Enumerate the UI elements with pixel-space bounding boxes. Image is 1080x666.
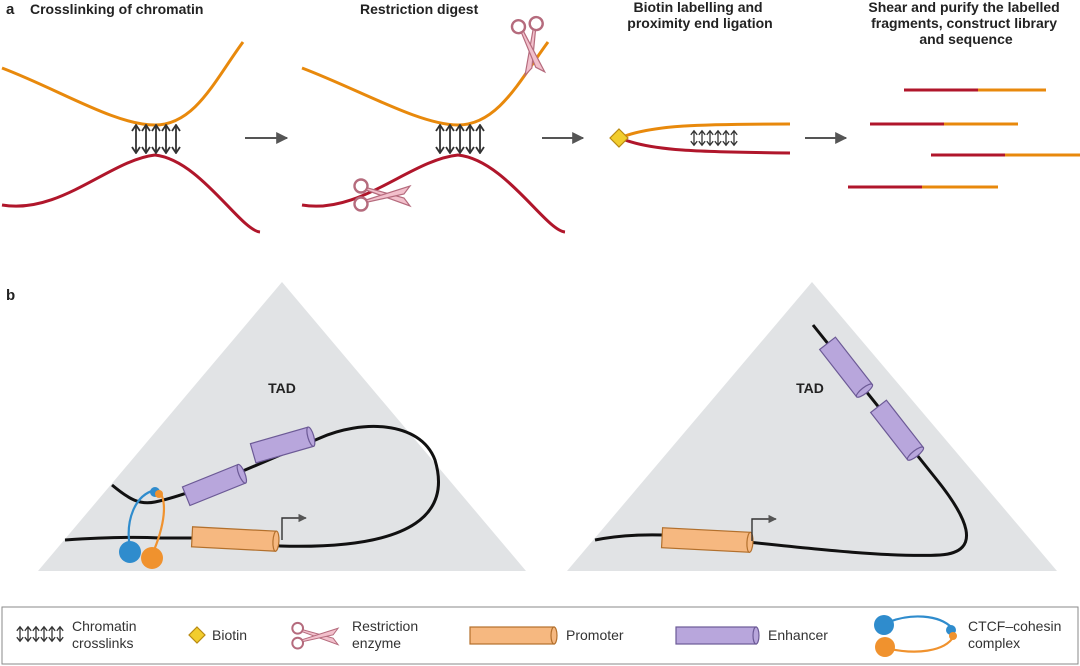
step-2-title: Restriction digest [360, 1, 479, 17]
tss-arrow-icon [751, 514, 777, 541]
step-1-orange-strand [1, 41, 245, 127]
enhancer [181, 463, 248, 507]
step-3-crosslinks [690, 130, 738, 146]
step-1-title: Crosslinking of chromatin [30, 1, 203, 17]
legend-promoter-label: Promoter [566, 627, 624, 643]
step-2-red-strand [301, 153, 566, 234]
step-2-crosslinks [435, 124, 485, 154]
enhancer [869, 399, 925, 461]
step-3-orange-strand [619, 122, 791, 140]
right-tad-triangle [567, 282, 1057, 571]
promoter [660, 527, 754, 553]
legend-enhancer-icon [675, 626, 760, 645]
right-tad-label: TAD [796, 380, 824, 396]
step-2-orange-strand [301, 41, 550, 127]
panel-a-label: a [6, 1, 15, 18]
legend-ctcf-label: CTCF–cohesin complex [968, 618, 1065, 651]
right-chromatin [594, 324, 969, 557]
sequenced-fragments [848, 88, 1080, 189]
left-tad-triangle [38, 282, 526, 571]
legend: Chromatin crosslinks Biotin Restriction … [1, 606, 1079, 665]
enhancer [249, 426, 316, 464]
step-3-title: Biotin labelling and proximity end ligat… [627, 0, 772, 31]
panel-b-label: b [6, 287, 15, 304]
enhancer [818, 336, 874, 398]
legend-crosslinks-label: Chromatin crosslinks [72, 618, 140, 651]
legend-enhancer-label: Enhancer [768, 627, 828, 643]
promoter [190, 526, 280, 552]
step-4-title: Shear and purify the labelled fragments,… [868, 0, 1063, 47]
ctcf-cohesin-complex [119, 487, 165, 569]
left-upper-chromatin [111, 424, 440, 548]
legend-restriction-label: Restriction enzyme [352, 618, 422, 651]
left-tad-label: TAD [268, 380, 296, 396]
legend-biotin-icon [188, 626, 206, 644]
step-3-red-strand [619, 136, 791, 155]
panel-a: a Crosslinking of chromatin Restriction … [1, 0, 1080, 234]
step-1-red-strand [1, 153, 261, 234]
step-1-crosslinks [131, 124, 181, 154]
legend-biotin-label: Biotin [212, 627, 247, 643]
panel-b: b TAD [6, 282, 1057, 571]
legend-promoter-icon [469, 626, 558, 645]
tss-arrow-icon [281, 513, 307, 540]
biotin-icon [609, 128, 629, 148]
left-lower-chromatin [64, 535, 281, 548]
legend-ctcf-cohesin-icon [874, 615, 957, 657]
